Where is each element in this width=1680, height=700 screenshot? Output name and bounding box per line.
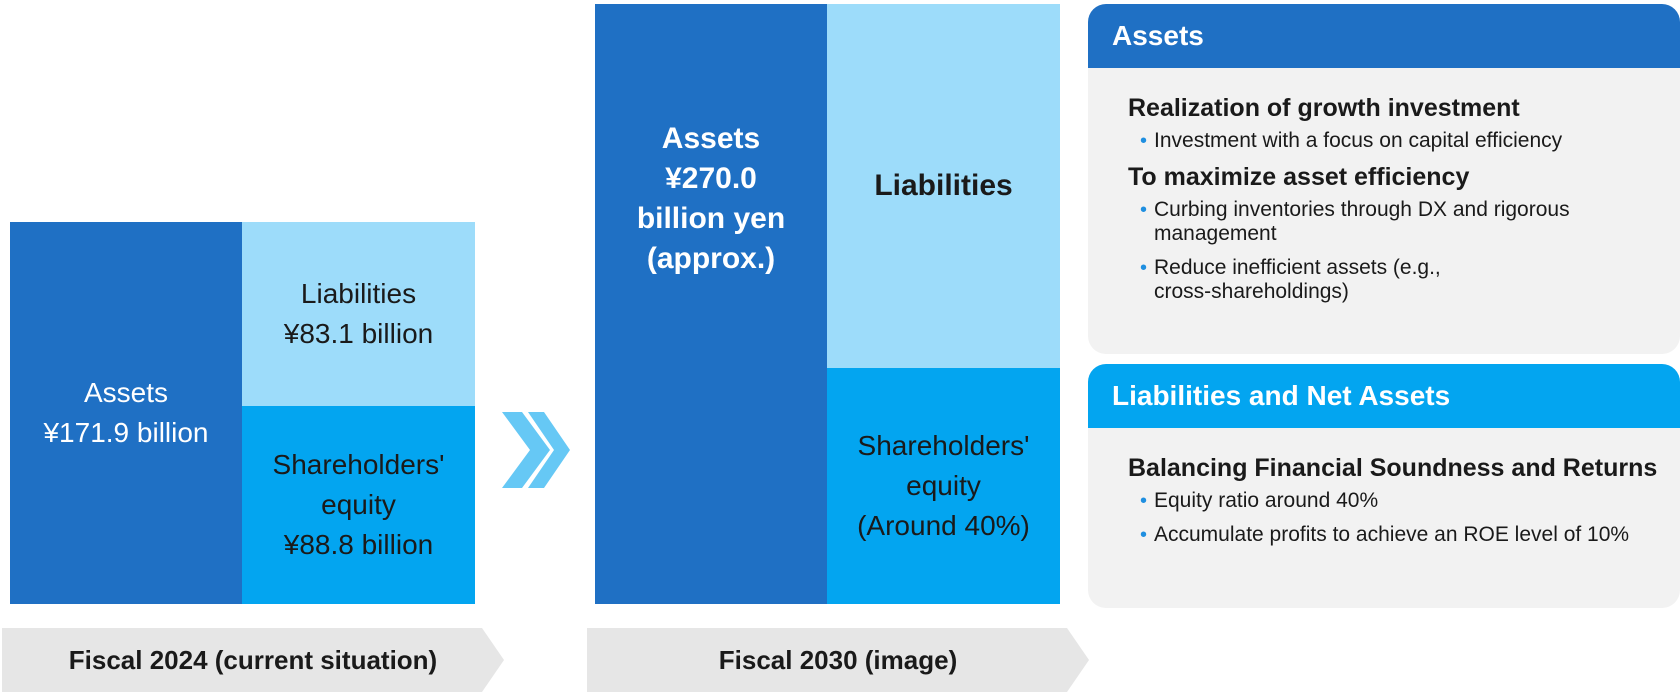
bullet-icon: •	[1140, 490, 1148, 512]
fy2024-liabilities-block: Liabilities ¥83.1 billion	[242, 222, 475, 406]
fy2030-equity-block: Shareholders' equity (Around 40%)	[827, 368, 1060, 604]
fy2030-assets-block: Assets ¥270.0 billion yen (approx.)	[595, 4, 827, 604]
fy2030-assets-approx: (approx.)	[646, 242, 776, 275]
fy2030-assets-label: Assets	[661, 122, 761, 155]
assets-card-body: Realization of growth investment •Invest…	[1088, 68, 1680, 304]
fy2030-assets-value: ¥270.0	[665, 162, 757, 195]
assets-card: Assets Realization of growth investment …	[1088, 4, 1680, 354]
fy2030-liabilities-label: Liabilities	[874, 169, 1013, 202]
fy2024-label-text: Fiscal 2024 (current situation)	[68, 644, 438, 675]
bullet-icon: •	[1140, 130, 1148, 152]
fy2030-assets-unit: billion yen	[636, 202, 786, 235]
liabilities-card-header: Liabilities and Net Assets	[1088, 364, 1680, 428]
fy2024-equity-label-2: equity	[321, 489, 396, 520]
assets-card-title: Assets	[1112, 20, 1204, 51]
list-item: •Accumulate profits to achieve an ROE le…	[1140, 523, 1630, 546]
fy2030-label-text: Fiscal 2030 (image)	[718, 644, 958, 675]
double-chevron-right-icon	[500, 410, 572, 490]
list-item: •Curbing inventories through DX and rigo…	[1140, 198, 1570, 245]
fy2024-liabilities-label: Liabilities	[300, 278, 417, 309]
bullet-icon: •	[1140, 199, 1148, 221]
list-item: •Equity ratio around 40%	[1140, 489, 1379, 512]
list-item: •Reduce inefficient assets (e.g., cross-…	[1140, 256, 1441, 303]
fy2024-equity-value: ¥88.8 billion	[283, 529, 434, 560]
bullet-icon: •	[1140, 524, 1148, 546]
fy2030-equity-label-1: Shareholders'	[857, 430, 1030, 461]
fy2024-assets-block: Assets ¥171.9 billion	[10, 222, 242, 604]
liabilities-card-body: Balancing Financial Soundness and Return…	[1088, 428, 1680, 547]
fy2030-liabilities-block: Liabilities	[827, 4, 1060, 368]
fy2030-equity-note: (Around 40%)	[857, 510, 1030, 541]
fy2030-label: Fiscal 2030 (image)	[587, 628, 1089, 692]
fy2024-label: Fiscal 2024 (current situation)	[2, 628, 504, 692]
fy2024-equity-block: Shareholders' equity ¥88.8 billion	[242, 406, 475, 604]
liabilities-section-heading: Balancing Financial Soundness and Return…	[1128, 454, 1658, 482]
fy2024-assets-value: ¥171.9 billion	[43, 417, 209, 448]
fy2030-equity-label-2: equity	[906, 470, 981, 501]
assets-card-header: Assets	[1088, 4, 1680, 68]
list-item: •Investment with a focus on capital effi…	[1140, 129, 1563, 152]
fy2024-assets-label: Assets	[83, 377, 169, 408]
assets-section-heading: To maximize asset efficiency	[1128, 163, 1470, 191]
bullet-icon: •	[1140, 257, 1148, 279]
fy2024-equity-label-1: Shareholders'	[272, 449, 445, 480]
assets-section-heading: Realization of growth investment	[1128, 94, 1520, 122]
liabilities-card: Liabilities and Net Assets Balancing Fin…	[1088, 364, 1680, 608]
fy2024-liabilities-value: ¥83.1 billion	[283, 318, 434, 349]
liabilities-card-title: Liabilities and Net Assets	[1112, 380, 1451, 411]
